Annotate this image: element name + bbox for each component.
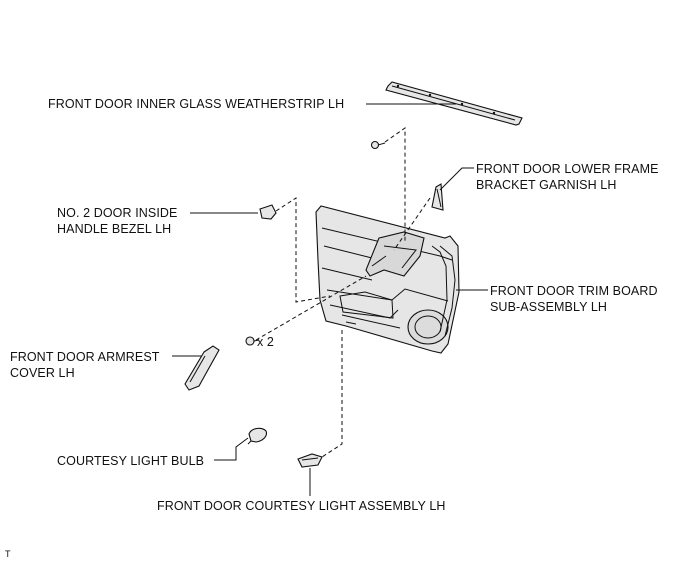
corner-mark: T [5, 549, 11, 559]
label-clip-qty: x 2 [257, 335, 274, 349]
inside-handle-bezel [259, 204, 277, 220]
leader-lines [172, 103, 488, 496]
label-line: SUB-ASSEMBLY LH [490, 300, 608, 314]
label-line: BRACKET GARNISH LH [476, 178, 617, 192]
courtesy-light-assembly [297, 453, 323, 468]
label-armrest-cover: FRONT DOOR ARMREST COVER LH [10, 349, 160, 381]
label-courtesy-light: FRONT DOOR COURTESY LIGHT ASSEMBLY LH [157, 499, 446, 513]
screw-top [370, 140, 386, 150]
label-line: FRONT DOOR TRIM BOARD [490, 284, 658, 298]
lower-frame-bracket-garnish [431, 183, 444, 211]
label-line: HANDLE BEZEL LH [57, 222, 172, 236]
courtesy-light-bulb [247, 427, 267, 445]
label-lower-frame-garnish: FRONT DOOR LOWER FRAME BRACKET GARNISH L… [476, 161, 659, 193]
label-line: COVER LH [10, 366, 75, 380]
dashed-assembly-lines [255, 127, 431, 458]
label-line: FRONT DOOR ARMREST [10, 350, 160, 364]
clip [245, 336, 260, 346]
label-trim-board: FRONT DOOR TRIM BOARD SUB-ASSEMBLY LH [490, 283, 658, 315]
label-line: FRONT DOOR LOWER FRAME [476, 162, 659, 176]
armrest-cover [184, 345, 220, 391]
door-trim-board [315, 205, 460, 354]
label-courtesy-bulb: COURTESY LIGHT BULB [57, 454, 205, 468]
label-weatherstrip: FRONT DOOR INNER GLASS WEATHERSTRIP LH [48, 97, 345, 111]
label-handle-bezel: NO. 2 DOOR INSIDE HANDLE BEZEL LH [57, 205, 177, 237]
label-line: NO. 2 DOOR INSIDE [57, 206, 178, 220]
